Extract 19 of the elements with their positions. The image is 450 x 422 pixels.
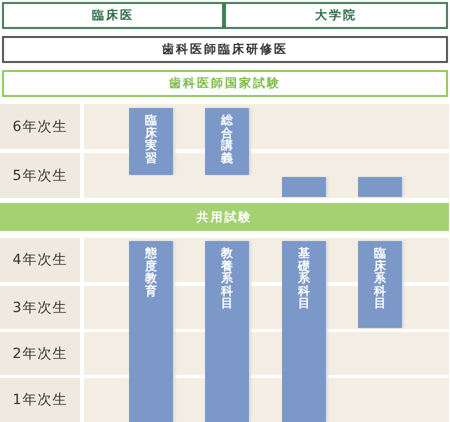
subject-bar: [358, 177, 402, 197]
year-label-cell: 3年次生: [0, 286, 80, 329]
subject-bar: 態度教育: [129, 241, 173, 422]
subject-bar: 基礎系科目: [282, 241, 326, 422]
year-label-cell: 2年次生: [0, 332, 80, 375]
subject-bar: 臨床系科目: [358, 241, 402, 328]
header-box: 歯科医師臨床研修医: [2, 36, 448, 63]
year-label-cell: 1年次生: [0, 378, 80, 422]
subject-bar: 臨床実習: [129, 108, 173, 175]
year-label-cell: 4年次生: [0, 238, 80, 282]
year-label-cell: 6年次生: [0, 104, 80, 149]
exam-band: 共用試験: [0, 203, 449, 231]
header-box: 臨床医: [2, 2, 224, 29]
subject-bar: [282, 177, 326, 197]
subject-bar: 総合講義: [205, 108, 249, 175]
header-box: 大学院: [224, 2, 448, 29]
header-box: 歯科医師国家試験: [2, 70, 448, 97]
subject-bar: 教養系科目: [205, 241, 249, 422]
year-label-cell: 5年次生: [0, 153, 80, 198]
